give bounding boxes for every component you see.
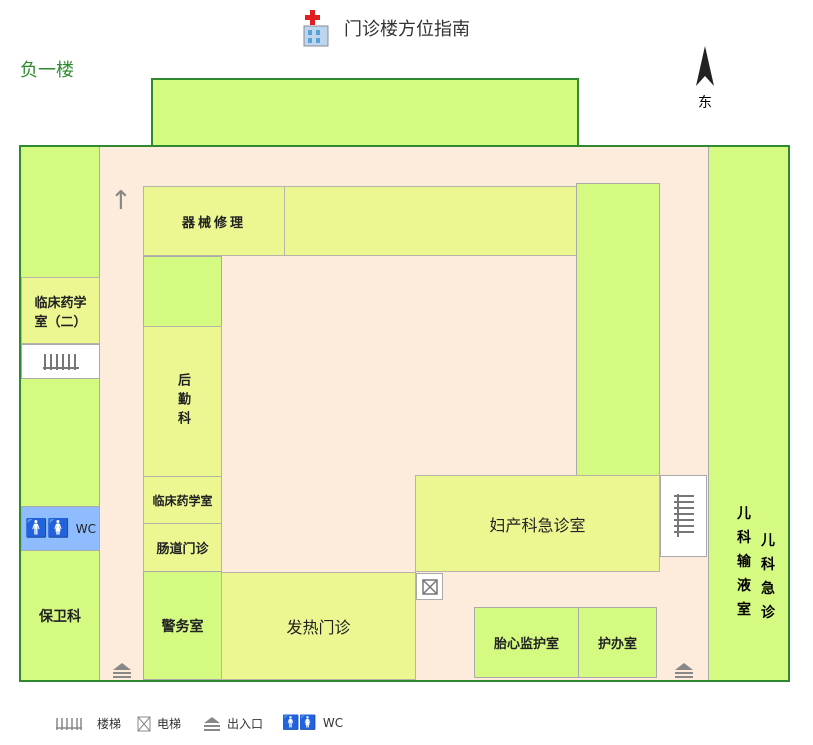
page-title: 门诊楼方位指南 [300, 8, 470, 48]
elevator [416, 573, 443, 600]
legend-stairs: 楼梯 [55, 715, 121, 732]
label-pediatric-infusion: 儿科输液室 [737, 506, 751, 618]
legend-wc: 🚹🚺 WC [282, 715, 344, 731]
room-clinical-pharmacy-2[interactable]: 临床药学室（二） [21, 277, 100, 344]
hospital-icon [303, 10, 329, 47]
room-security[interactable]: 保卫科 [21, 551, 100, 680]
compass-label: 东 [698, 95, 712, 111]
direction-arrow-icon: ↑ [110, 186, 132, 216]
stairs-icon [56, 717, 82, 730]
legend-entrance: 出入口 [203, 715, 263, 732]
room-fetal-monitoring[interactable]: 胎心监护室 [474, 607, 579, 678]
entrance-icon [675, 663, 693, 678]
room-ob-emergency[interactable]: 妇产科急诊室 [415, 475, 660, 572]
entrance-icon [204, 716, 220, 731]
wc-left[interactable]: 🚹🚺WC [21, 506, 100, 551]
wc-icon: 🚹🚺 [24, 518, 70, 539]
room-equipment-repair[interactable]: 器械修理 [143, 186, 285, 256]
room-police[interactable]: 警务室 [143, 571, 222, 680]
entrance-right [673, 662, 695, 684]
room-pediatrics[interactable]: 儿科输液室 儿科急诊 [708, 147, 788, 680]
room-unlabeled-north [284, 186, 577, 256]
legend-elevator: 电梯 [137, 715, 181, 732]
stairs-right [660, 475, 707, 557]
top-extension [151, 78, 579, 147]
room-green-east [576, 183, 660, 476]
elevator-icon [137, 716, 151, 731]
entrance-left [111, 662, 133, 684]
north-arrow-icon [696, 46, 714, 86]
label-pediatric-emergency: 儿科急诊 [761, 533, 775, 621]
title-text: 门诊楼方位指南 [344, 19, 470, 40]
room-logistics[interactable]: 后勤科 [143, 326, 222, 477]
elevator-icon [421, 578, 438, 595]
stairs-left [21, 344, 100, 379]
stairs-icon [42, 353, 79, 370]
room-clinical-pharmacy[interactable]: 临床药学室 [143, 476, 222, 524]
stairs-icon [673, 494, 694, 537]
left-room-top [21, 147, 100, 277]
floor-label: 负一楼 [20, 60, 74, 81]
wc-icon: 🚹🚺 [282, 715, 317, 731]
room-green-west [143, 256, 222, 327]
compass: 东 [694, 46, 716, 112]
room-intestinal-clinic[interactable]: 肠道门诊 [143, 523, 222, 572]
room-fever-clinic[interactable]: 发热门诊 [221, 572, 416, 680]
room-nurse-office[interactable]: 护办室 [578, 607, 657, 678]
left-room-mid [21, 379, 100, 506]
entrance-icon [113, 663, 131, 678]
